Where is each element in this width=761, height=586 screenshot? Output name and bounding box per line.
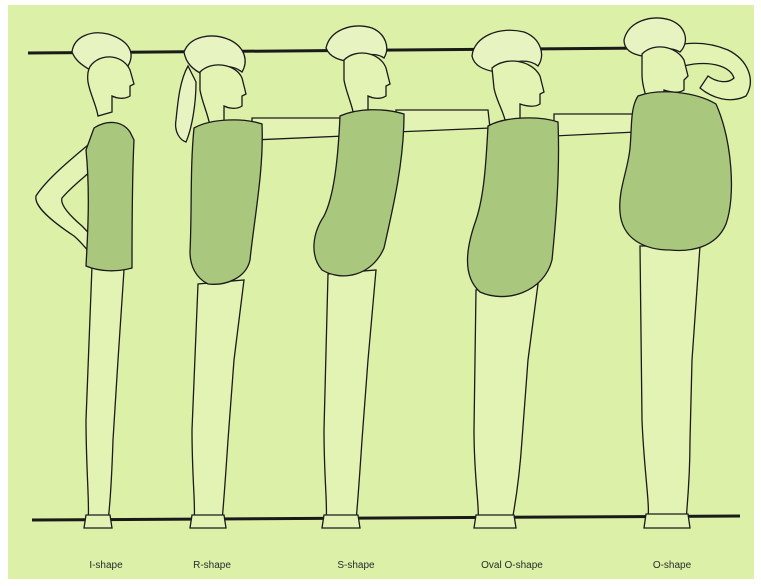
legs: [324, 270, 376, 521]
figure-i-shape: [36, 33, 134, 528]
head: [344, 53, 390, 116]
ponytail: [176, 66, 196, 142]
label-s-shape: S-shape: [337, 560, 374, 571]
feet: [474, 515, 516, 528]
arm: [554, 114, 636, 136]
head: [200, 65, 246, 126]
label-o-shape: O-shape: [653, 560, 691, 571]
head: [492, 61, 544, 124]
figure-o-shape: [620, 18, 751, 528]
feet: [644, 514, 690, 528]
arm: [252, 118, 344, 140]
leotard: [468, 118, 559, 297]
leotard: [86, 122, 134, 270]
leotard: [620, 92, 732, 251]
bottom-reference-line: [32, 516, 740, 520]
feet: [190, 515, 226, 528]
feet: [84, 515, 112, 528]
leotard: [190, 120, 262, 284]
figure-oval-o-shape: [468, 30, 637, 528]
head: [88, 57, 134, 116]
legs: [86, 266, 124, 521]
legs: [640, 246, 700, 520]
legs: [192, 280, 244, 521]
label-oval-o-shape: Oval O-shape: [481, 560, 543, 571]
label-r-shape: R-shape: [193, 560, 231, 571]
feet: [322, 515, 360, 528]
figure-s-shape: [314, 26, 490, 528]
legs: [474, 284, 538, 521]
label-i-shape: I-shape: [89, 560, 122, 571]
figure-r-shape: [176, 36, 344, 528]
arm: [396, 110, 490, 132]
